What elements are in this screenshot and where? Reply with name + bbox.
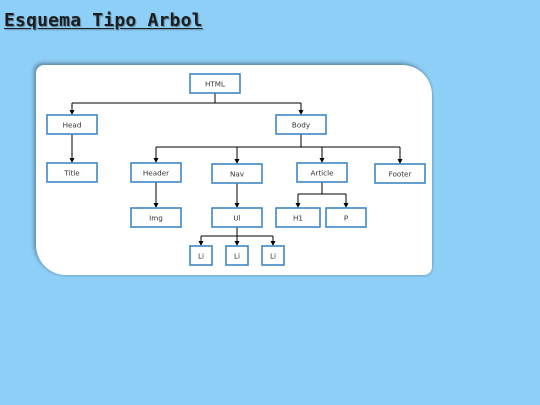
node-box [275, 114, 327, 135]
node-label: Header [143, 169, 169, 178]
connector-nav [234, 183, 240, 208]
node-box [130, 207, 182, 228]
node-label: Title [63, 169, 80, 178]
connector-body [153, 134, 403, 164]
arrowhead-li_3 [270, 241, 276, 246]
node-header: Header [130, 162, 182, 183]
connector-layer [69, 93, 403, 246]
arrowhead-head [69, 110, 75, 115]
arrowhead-li_2 [234, 241, 240, 246]
arrowhead-p [343, 203, 349, 208]
arrowhead-h1 [295, 203, 301, 208]
node-label: Footer [389, 170, 412, 179]
node-box [46, 162, 98, 183]
node-box [275, 207, 321, 228]
node-box [189, 245, 213, 266]
node-label: Article [310, 169, 334, 178]
node-box [211, 207, 263, 228]
node-title: Title [46, 162, 98, 183]
connector-html [69, 93, 304, 115]
node-box [189, 73, 241, 94]
node-li-3: Li [261, 245, 285, 266]
arrowhead-img [153, 203, 159, 208]
arrowhead-header [153, 158, 159, 163]
arrowhead-body [298, 110, 304, 115]
node-label: Li [270, 252, 276, 261]
arrowhead-li_1 [198, 241, 204, 246]
node-label: H1 [293, 214, 303, 223]
node-box [211, 163, 263, 184]
node-label: Head [63, 121, 82, 130]
node-box [374, 163, 426, 184]
node-p: P [325, 207, 367, 228]
node-body: Body [275, 114, 327, 135]
node-box [130, 162, 182, 183]
connector-article [295, 182, 349, 208]
connector-ul [198, 227, 276, 246]
node-li-2: Li [225, 245, 249, 266]
arrowhead-title [69, 158, 75, 163]
node-box [225, 245, 249, 266]
node-img: Img [130, 207, 182, 228]
node-label: Li [198, 252, 204, 261]
node-h1: H1 [275, 207, 321, 228]
arrowhead-footer [397, 159, 403, 164]
node-nav: Nav [211, 163, 263, 184]
node-label: Img [149, 214, 163, 223]
connector-head [69, 134, 75, 163]
node-li-1: Li [189, 245, 213, 266]
arrowhead-article [319, 158, 325, 163]
node-label: Body [292, 121, 311, 130]
node-article: Article [296, 162, 348, 183]
node-ul: Ul [211, 207, 263, 228]
slide-title: Esquema Tipo Arbol [4, 10, 203, 31]
node-box [296, 162, 348, 183]
node-label: Ul [233, 214, 240, 223]
node-box [261, 245, 285, 266]
node-html: HTML [189, 73, 241, 94]
node-footer: Footer [374, 163, 426, 184]
node-box [46, 114, 98, 135]
connector-header [153, 182, 159, 208]
node-label: HTML [205, 80, 225, 89]
node-box [325, 207, 367, 228]
arrowhead-ul [234, 203, 240, 208]
node-label: Li [234, 252, 240, 261]
node-label: Nav [230, 170, 245, 179]
node-label: P [344, 214, 349, 223]
node-head: Head [46, 114, 98, 135]
arrowhead-nav [234, 159, 240, 164]
